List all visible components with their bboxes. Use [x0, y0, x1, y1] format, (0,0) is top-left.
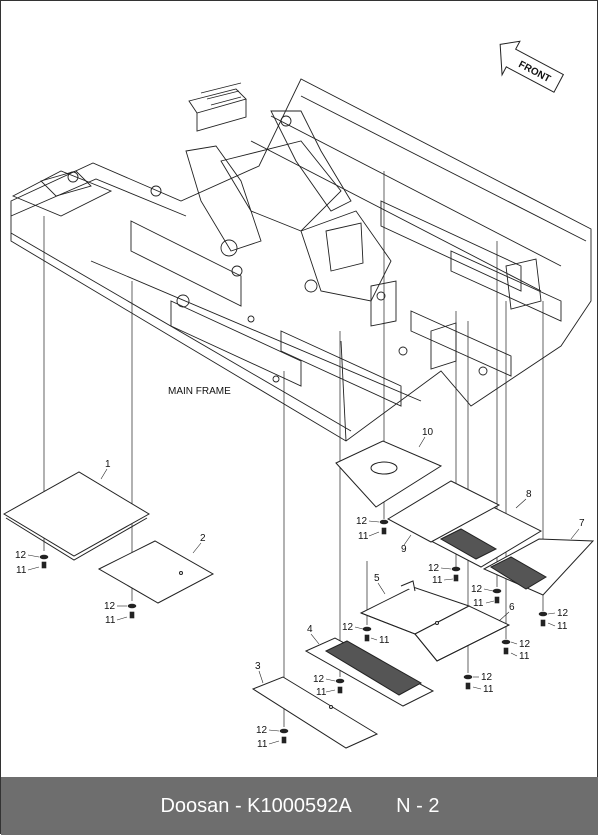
bolt-label: 11 [432, 575, 443, 586]
cover-plate-4 [304, 637, 435, 707]
part-label-3: 3 [255, 661, 261, 672]
bolt-icon [463, 674, 473, 690]
washer-label: 12 [256, 725, 268, 736]
washer-label: 12 [557, 608, 569, 619]
bolt-label: 11 [519, 651, 530, 662]
front-arrow-icon: FRONT [499, 40, 565, 93]
bolt-icon [279, 728, 289, 744]
leader-lines [43, 171, 544, 727]
exploded-parts-diagram: MAIN FRAME FRONT [3, 40, 595, 750]
part-label-6: 6 [509, 602, 515, 613]
cover-plate-10 [335, 440, 443, 508]
bolt-icon [39, 554, 49, 569]
part-label-10: 10 [422, 427, 434, 438]
part-label-4: 4 [307, 624, 313, 635]
callouts: 1 2 3 4 5 6 7 8 9 10 12 11 12 11 12 11 1… [15, 427, 585, 750]
part-label-8: 8 [526, 489, 532, 500]
bolt-label: 11 [483, 684, 494, 695]
bolt-label: 11 [257, 739, 268, 750]
part-label-9: 9 [401, 544, 407, 555]
footer-bar: Doosan - K1000592A N - 2 [1, 777, 598, 835]
fasteners [39, 519, 548, 744]
cover-plate-6 [360, 605, 511, 662]
cover-plate-7 [482, 538, 595, 596]
washer-label: 12 [471, 584, 483, 595]
bolt-label: 11 [358, 531, 369, 542]
part-label-1: 1 [105, 459, 111, 470]
bolt-icon [335, 678, 345, 694]
callout-ticks [27, 436, 580, 745]
bolt-label: 11 [473, 598, 484, 609]
bolt-label: 11 [557, 621, 568, 632]
bolt-icon [362, 626, 372, 642]
bolt-label: 11 [379, 635, 390, 646]
washer-label: 12 [342, 622, 354, 633]
washer-label: 12 [428, 563, 440, 574]
part-label-7: 7 [579, 518, 585, 529]
bolt-icon [492, 588, 502, 604]
cover-plate-9 [386, 480, 501, 543]
washer-label: 12 [519, 639, 531, 650]
cover-plate-1 [3, 471, 150, 561]
footer-page-number: N - 2 [396, 794, 440, 817]
cover-plate-3 [251, 676, 379, 749]
washer-label: 12 [15, 550, 27, 561]
washer-label: 12 [313, 674, 325, 685]
washer-label: 12 [481, 672, 493, 683]
part-label-2: 2 [200, 533, 206, 544]
main-frame-drawing [10, 78, 592, 442]
bolt-label: 11 [105, 615, 116, 626]
bolt-label: 11 [16, 565, 27, 576]
part-label-5: 5 [374, 573, 380, 584]
cover-plate-2 [97, 540, 215, 604]
bolt-icon [127, 603, 137, 619]
bolt-label: 11 [316, 687, 327, 698]
bolt-icon [379, 519, 389, 535]
bolt-icon [501, 639, 511, 655]
main-frame-label: MAIN FRAME [168, 386, 231, 397]
bolt-icon [451, 566, 461, 582]
washer-label: 12 [356, 516, 368, 527]
washer-label: 12 [104, 601, 116, 612]
bolt-icon [538, 611, 548, 627]
footer-part-code: Doosan - K1000592A [160, 794, 352, 817]
